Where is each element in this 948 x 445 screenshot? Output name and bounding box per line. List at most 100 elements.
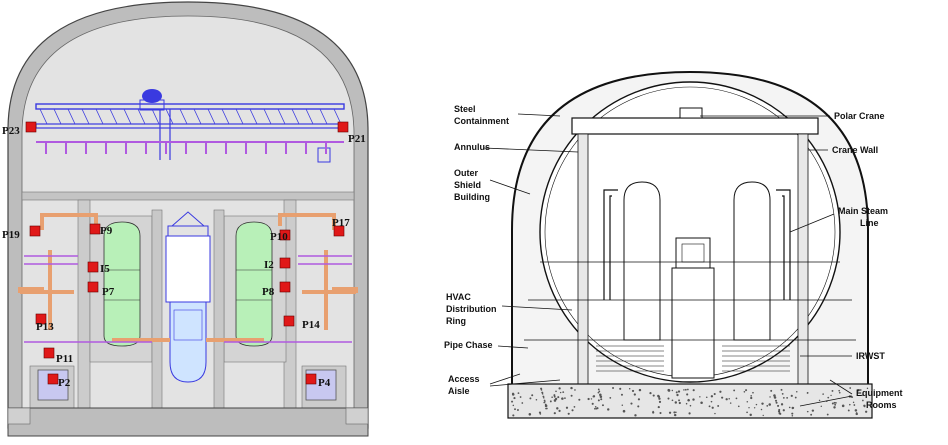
concrete-speck (540, 389, 543, 391)
monitoring-markers (25, 121, 349, 385)
reactor-head-r (675, 237, 711, 269)
label-p23: P23 (2, 125, 20, 137)
concrete-speck (612, 387, 615, 389)
concrete-speck (788, 406, 791, 409)
truss-member (151, 108, 160, 125)
concrete-speck (570, 394, 573, 397)
concrete-speck (673, 411, 676, 414)
concrete-speck (811, 409, 815, 412)
concrete-speck (597, 388, 600, 391)
marker-p19 (29, 225, 41, 237)
concrete-speck (594, 406, 597, 408)
crane-wall-left (77, 199, 91, 409)
label-annulus: Annulus (454, 142, 490, 152)
label-polar-crane: Polar Crane (834, 111, 885, 121)
concrete-speck (652, 411, 655, 414)
reactor-vessel (165, 211, 211, 383)
concrete-speck (628, 388, 631, 390)
irwst-water (596, 345, 790, 372)
refueling-cavity-left-wall (151, 209, 163, 411)
marker-p14 (283, 315, 295, 327)
concrete-speck (728, 398, 730, 400)
concrete-speck (692, 389, 695, 392)
concrete-speck (743, 390, 746, 393)
concrete-speck (638, 388, 642, 392)
label-p4: P4 (318, 377, 331, 389)
concrete-speck (719, 390, 722, 393)
concrete-speck (529, 397, 532, 400)
concrete-speck (637, 405, 640, 408)
concrete-speck (565, 406, 569, 409)
concrete-speck (777, 404, 780, 407)
basemat-step-right (345, 407, 369, 425)
concrete-speck (556, 407, 559, 410)
label-p11: P11 (56, 353, 73, 365)
concrete-speck (773, 396, 777, 399)
concrete-speck (818, 399, 821, 402)
concrete-speck (708, 405, 711, 408)
truss-member (207, 108, 216, 125)
concrete-speck (544, 404, 548, 408)
concrete-speck (678, 401, 681, 405)
truss-member (39, 108, 48, 125)
concrete-speck (750, 396, 753, 400)
concrete-speck (864, 410, 868, 413)
marker-i5 (87, 261, 99, 273)
concrete-speck (749, 413, 752, 417)
right-panel-containment-section: Steel Containment Annulus Outer Shield B… (444, 70, 905, 419)
concrete-speck (838, 389, 841, 392)
concrete-speck (561, 397, 564, 400)
concrete-speck (597, 399, 600, 402)
concrete-speck (514, 408, 516, 411)
concrete-speck (760, 408, 763, 411)
concrete-speck (673, 413, 677, 417)
concrete-speck (795, 390, 798, 393)
concrete-speck (769, 396, 771, 398)
concrete-speck (658, 400, 662, 404)
label-p10: P10 (270, 231, 288, 243)
concrete-speck (512, 414, 515, 417)
concrete-speck (737, 405, 740, 408)
concrete-speck (513, 397, 516, 400)
concrete-speck (684, 388, 687, 391)
operating-floor (21, 191, 355, 201)
sump-right (305, 369, 337, 401)
label-p7: P7 (102, 286, 115, 298)
concrete-speck (833, 401, 836, 404)
truss-member (179, 108, 188, 125)
concrete-speck (554, 397, 558, 401)
label-equipment-rooms: Equipment Rooms (856, 388, 905, 410)
marker-p2 (47, 373, 59, 385)
concrete-speck (549, 400, 552, 403)
concrete-speck (835, 402, 837, 404)
truss-member (193, 108, 202, 125)
concrete-speck (553, 412, 556, 415)
concrete-speck (599, 393, 602, 397)
concrete-speck (745, 389, 748, 392)
concrete-speck (705, 396, 708, 399)
label-i2: I2 (264, 259, 274, 271)
concrete-speck (687, 399, 690, 402)
concrete-speck (667, 397, 670, 400)
label-p17: P17 (332, 217, 350, 229)
concrete-speck (594, 407, 596, 410)
label-steel-containment: Steel Containment (454, 104, 509, 126)
marker-p23 (25, 121, 37, 133)
concrete-speck (634, 414, 637, 417)
label-p19: P19 (2, 229, 20, 241)
label-p13: P13 (36, 321, 54, 333)
concrete-speck (761, 402, 764, 405)
concrete-speck (521, 402, 524, 404)
concrete-speck (782, 396, 785, 399)
truss-member (95, 108, 104, 125)
basemat-r (507, 383, 873, 419)
refueling-cavity-right-wall (213, 209, 225, 411)
label-irwst: IRWST (856, 351, 885, 361)
concrete-speck (557, 396, 560, 399)
concrete-speck (711, 406, 714, 409)
concrete-speck (866, 387, 869, 390)
concrete-speck (849, 403, 851, 406)
concrete-speck (831, 402, 834, 405)
concrete-speck (847, 409, 850, 412)
concrete-speck (531, 394, 534, 397)
